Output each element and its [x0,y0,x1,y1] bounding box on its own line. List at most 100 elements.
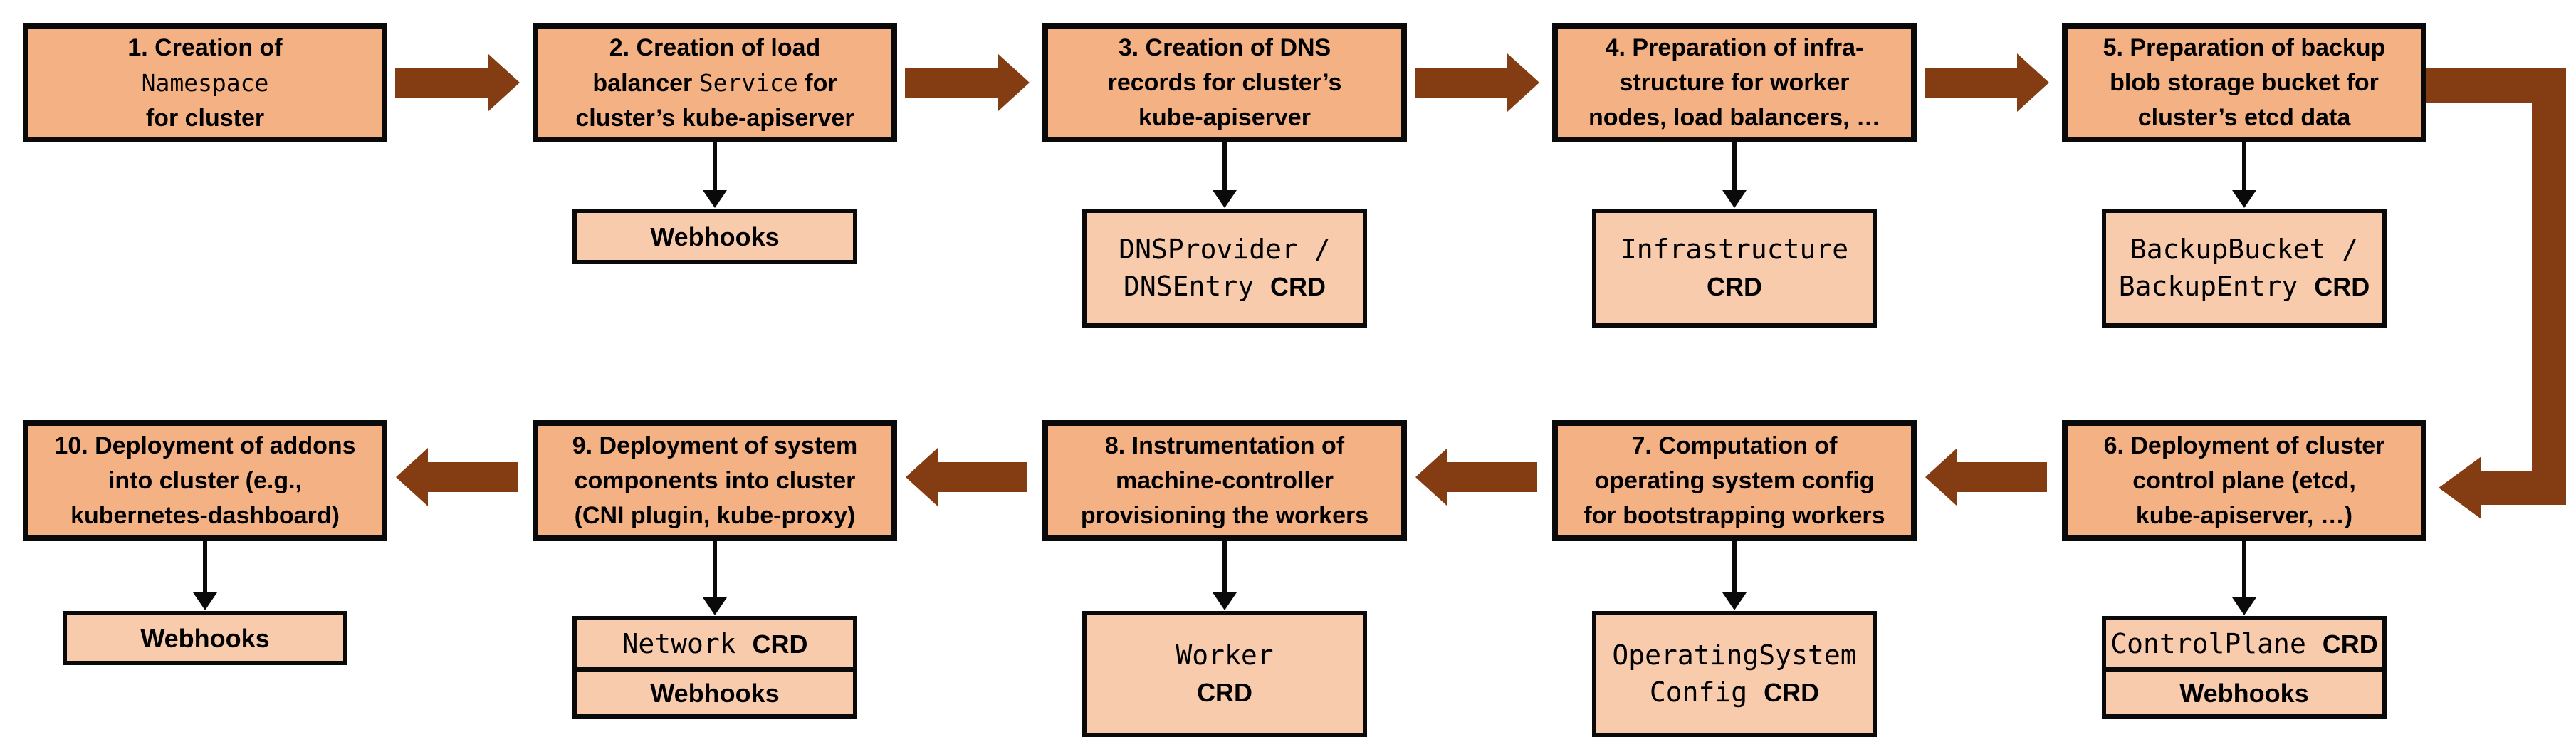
arrow-step8-to-step9 [906,448,1027,506]
text-run: balancer [592,69,699,97]
step-5-sub-box: BackupBucket /BackupEntry CRD [2102,209,2387,328]
arrow-step5-to-step6 [2426,68,2566,519]
text-line: Infrastructure [1621,231,1848,268]
text-run: BackupBucket / [2130,234,2359,265]
text-run: kube-apiserver [1138,104,1311,131]
text-run: Webhooks [140,623,270,653]
text-run: CRD [752,629,808,659]
step-6-sub-box-cell-2: Webhooks [2106,667,2382,714]
text-line: blob storage bucket for [2110,66,2379,100]
text-line: CRD [1707,268,1762,305]
text-run: 2. Creation of load [609,33,821,61]
text-run: for cluster [145,104,265,132]
text-line: for cluster [146,101,264,136]
text-run: OperatingSystem [1612,639,1857,671]
text-line: structure for worker [1619,66,1849,100]
text-line: Config CRD [1650,674,1819,711]
step-5-box: 5. Preparation of backup blob storage buc… [2062,23,2426,142]
arrow-step6-to-step7 [1925,448,2047,506]
text-run: Webhooks [650,221,780,251]
text-line: Namespace [142,66,269,101]
text-run: Webhooks [2179,679,2309,708]
step-9-sub-box-cell-1: Network CRD [577,620,853,667]
text-run: kube-apiserver, …) [2135,501,2353,529]
text-run: structure for worker [1619,69,1850,96]
text-run: CRD [1197,678,1252,707]
text-run: Namespace [141,68,269,97]
text-run: Network [622,628,753,659]
text-line: DNSProvider / [1119,231,1330,268]
text-run: ControlPlane [2110,628,2323,659]
text-run: DNSEntry [1124,271,1270,302]
text-line: nodes, load balancers, … [1588,100,1880,135]
text-line: CRD [1197,674,1252,711]
text-line: 7. Computation of [1632,429,1838,464]
text-run: 8. Instrumentation of [1104,432,1345,459]
text-run: control plane (etcd, [2132,466,2356,494]
text-line: operating system config [1595,464,1875,498]
text-run: 5. Preparation of backup [2103,34,2386,61]
text-run: machine-controller [1115,466,1334,494]
text-line: control plane (etcd, [2132,464,2356,498]
text-line: kube-apiserver, …) [2136,498,2352,533]
arrow-step7-to-step8 [1415,448,1537,506]
step-3-sub-box: DNSProvider /DNSEntry CRD [1082,209,1367,328]
text-line: OperatingSystem [1612,637,1856,674]
text-run: DNSProvider / [1119,234,1331,265]
step-6-sub-box-cell-1: ControlPlane CRD [2106,620,2382,667]
step-3-box: 3. Creation of DNS records for cluster’s k… [1042,23,1407,142]
text-line: 6. Deployment of cluster [2104,429,2385,464]
text-line: 5. Preparation of backup [2103,31,2386,66]
text-line: kubernetes-dashboard) [70,498,340,533]
text-run: CRD [2322,629,2378,659]
text-run: Service [698,68,798,97]
step-4-sub-arrow-head [1722,190,1747,208]
arrow-step4-to-step5 [1925,53,2049,112]
step-9-sub-arrow-head [703,597,727,615]
step-4-box: 4. Preparation of infra-structure for wo… [1552,23,1917,142]
text-line: balancer Service for [592,66,837,101]
text-line: DNSEntry CRD [1124,268,1326,305]
step-2-sub-arrow-head [703,190,727,208]
text-line: for bootstrapping workers [1583,498,1885,533]
step-5-sub-arrow-head [2232,190,2256,208]
text-run: kubernetes-dashboard) [70,501,340,529]
text-line: into cluster (e.g., [108,464,302,498]
text-run: Config [1649,676,1764,708]
text-run: for bootstrapping workers [1583,501,1885,529]
text-line: 4. Preparation of infra- [1606,31,1864,66]
text-line: BackupBucket / [2130,231,2358,268]
text-run: components into cluster [574,466,856,494]
text-line: machine-controller [1116,464,1334,498]
step-6-sub-box: ControlPlane CRD Webhooks [2102,616,2387,719]
text-line: (CNI plugin, kube-proxy) [575,498,856,533]
text-line: ControlPlane CRD [2110,628,2377,659]
text-run: nodes, load balancers, … [1588,104,1880,131]
arrow-step9-to-step10 [396,448,518,506]
text-run: operating system config [1594,466,1875,494]
text-line: 8. Instrumentation of [1105,429,1344,464]
text-line: Network CRD [622,628,807,659]
text-run: CRD [1707,272,1762,301]
step-9-sub-box: Network CRD Webhooks [572,616,857,719]
text-line: 3. Creation of DNS [1119,31,1331,66]
text-line: 2. Creation of load [609,31,821,66]
text-run: 6. Deployment of cluster [2103,432,2385,459]
text-run: Infrastructure [1620,234,1849,265]
text-line: 1. Creation of [127,31,282,66]
text-run: Webhooks [650,679,780,708]
step-2-sub-box: Webhooks [572,209,857,264]
text-run: provisioning the workers [1080,501,1369,529]
text-run: records for cluster’s [1107,69,1342,96]
text-line: 10. Deployment of addons [54,429,355,464]
arrow-step2-to-step3 [905,53,1030,112]
text-line: components into cluster [575,464,856,498]
text-run: into cluster (e.g., [108,466,303,494]
